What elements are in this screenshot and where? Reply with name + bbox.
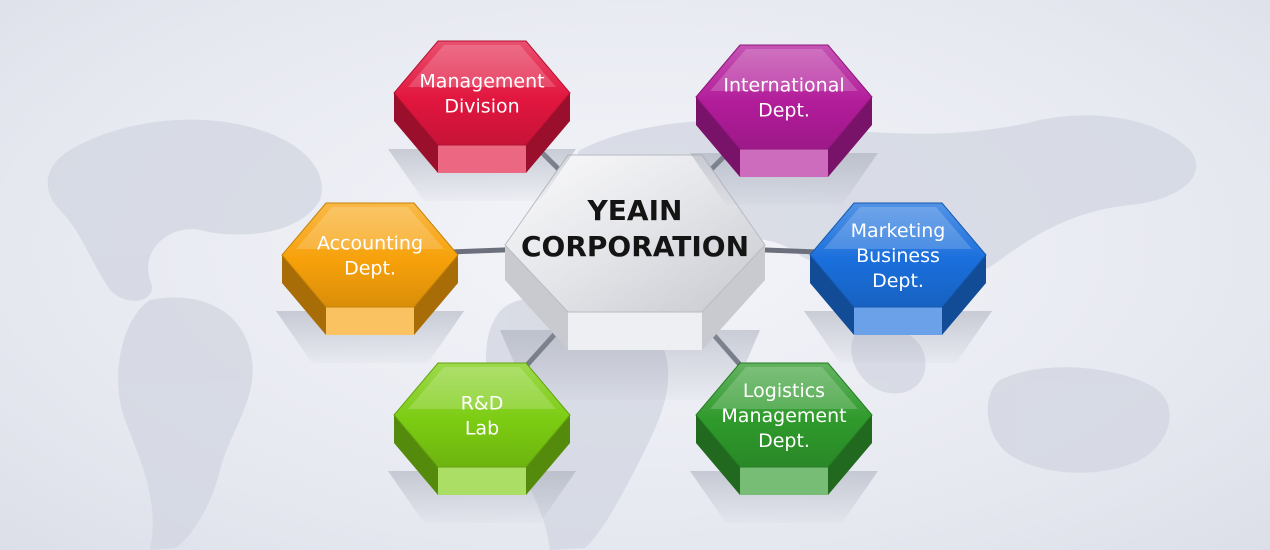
dept-node-gloss	[710, 49, 858, 91]
dept-node-front-face	[438, 145, 526, 173]
dept-node-gloss	[824, 207, 972, 249]
dept-node-top	[281, 202, 459, 308]
dept-node-label-line: Logistics	[743, 380, 825, 402]
dept-node-gloss	[296, 207, 444, 249]
dept-node-side-right	[828, 97, 872, 177]
dept-node-front-face	[740, 467, 828, 495]
dept-node-top	[809, 202, 987, 308]
dept-node-label-line: Dept.	[872, 270, 924, 292]
dept-node-side-right	[414, 255, 458, 335]
dept-node-rd-lab[interactable]: R&D Lab	[388, 362, 576, 523]
dept-node-gloss	[408, 45, 556, 87]
dept-node-front-face	[740, 149, 828, 177]
dept-node-side-right	[942, 255, 986, 335]
dept-node-side-left	[282, 255, 326, 335]
dept-node-label-line: R&D	[461, 393, 504, 415]
dept-node-label-line: Management	[419, 71, 544, 93]
dept-node-label-line: Dept.	[758, 100, 810, 122]
dept-node-label-line: Lab	[465, 418, 499, 440]
center-node[interactable]: YEAIN CORPORATION	[500, 154, 766, 400]
dept-node-top	[695, 44, 873, 150]
dept-node-top	[695, 362, 873, 468]
dept-node-front-face	[438, 467, 526, 495]
dept-node-label-line: Marketing	[851, 220, 946, 242]
dept-node-top	[393, 362, 571, 468]
dept-node-side-left	[394, 415, 438, 495]
center-node-title-line-2: CORPORATION	[521, 230, 749, 263]
dept-node-side-left	[696, 97, 740, 177]
dept-node-label-line: Dept.	[344, 258, 396, 280]
dept-node-side-left	[394, 93, 438, 173]
dept-node-top	[393, 40, 571, 146]
dept-node-side-right	[526, 415, 570, 495]
dept-node-side-right	[526, 93, 570, 173]
dept-node-side-left	[810, 255, 854, 335]
center-node-front-face	[568, 312, 702, 350]
center-node-title-line-1: YEAIN	[587, 194, 683, 227]
dept-node-side-right	[828, 415, 872, 495]
dept-node-label-line: Management	[721, 405, 846, 427]
dept-node-gloss	[408, 367, 556, 409]
dept-node-label-line: Accounting	[317, 233, 423, 255]
dept-node-side-left	[696, 415, 740, 495]
dept-node-front-face	[326, 307, 414, 335]
dept-node-front-face	[854, 307, 942, 335]
dept-node-label-line: International	[723, 75, 844, 97]
dept-node-label-line: Division	[444, 96, 519, 118]
dept-node-label-line: Dept.	[758, 430, 810, 452]
dept-node-label-line: Business	[856, 245, 940, 267]
dept-node-gloss	[710, 367, 858, 409]
